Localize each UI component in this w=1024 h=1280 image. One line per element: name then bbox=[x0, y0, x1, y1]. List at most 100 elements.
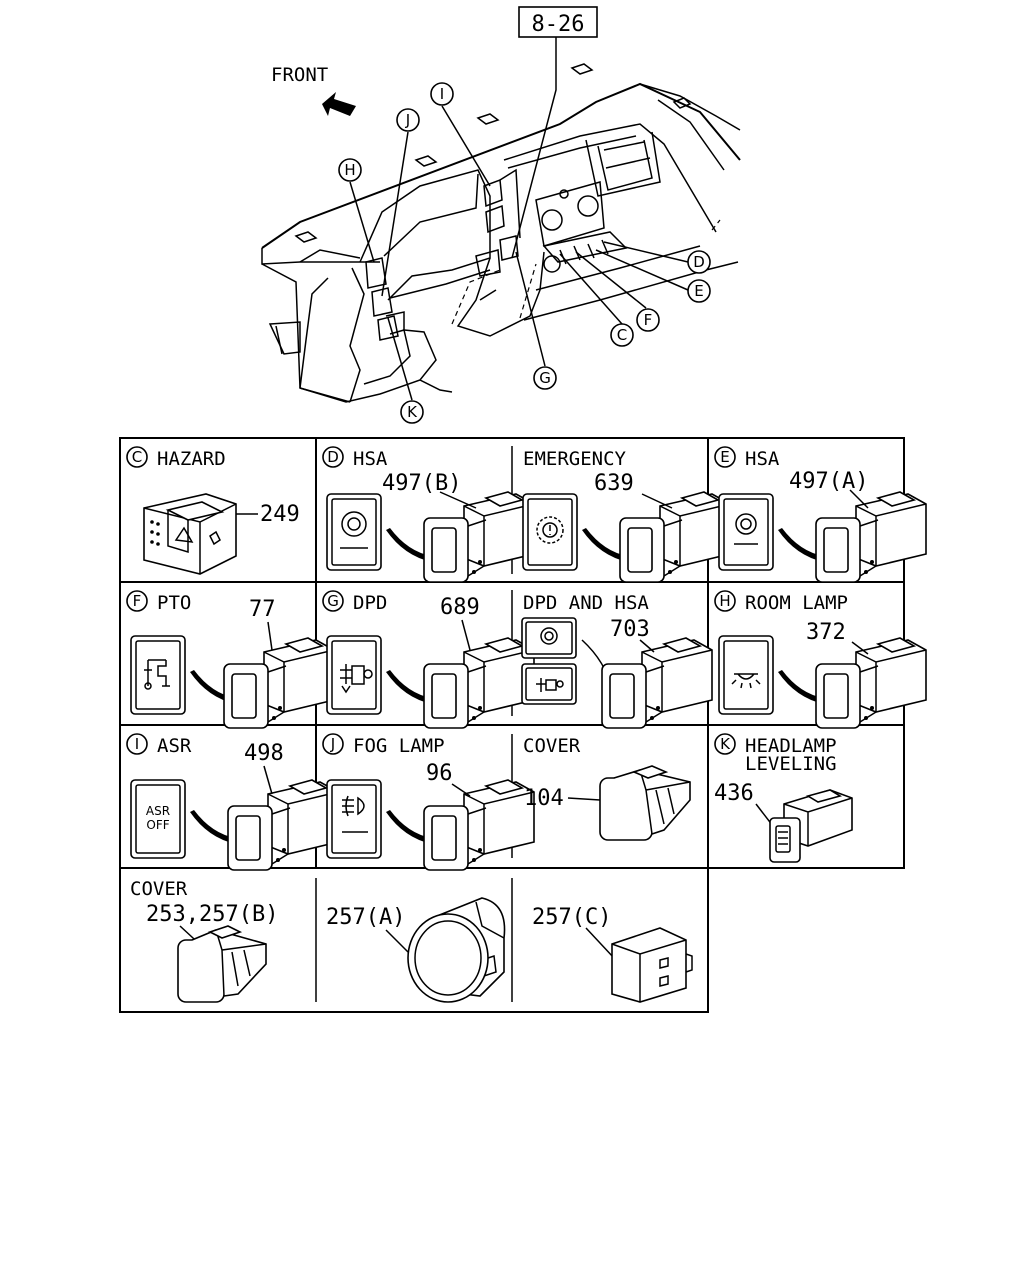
panel-cover-104: COVER 104 bbox=[523, 735, 691, 841]
panel-cover-257c: 257(C) bbox=[532, 905, 693, 1003]
hsa-brake-icon bbox=[540, 627, 558, 645]
part-number-497b: 497(B) bbox=[382, 471, 461, 496]
panel-headlamp-title-line2: LEVELING bbox=[745, 753, 837, 775]
hazard-triangle-icon bbox=[174, 526, 194, 543]
part-number-253-257b: 253,257(B) bbox=[146, 902, 278, 927]
callout-g: G bbox=[533, 366, 557, 390]
dpd-filter-icon bbox=[340, 664, 373, 694]
reference-number: 8-26 bbox=[532, 12, 585, 37]
front-label: FRONT bbox=[271, 64, 328, 86]
panel-fog-lamp: J FOG LAMP 96 bbox=[322, 733, 535, 871]
cover-104-drawing bbox=[599, 765, 691, 841]
panel-dpd-title: DPD bbox=[353, 592, 387, 614]
svg-text:D: D bbox=[693, 253, 705, 271]
callout-k: K bbox=[400, 400, 424, 424]
fog-lamp-icon bbox=[342, 795, 368, 833]
front-arrow-icon bbox=[322, 92, 356, 116]
cover-253-drawing bbox=[177, 925, 267, 1003]
panel-cover-257a: 257(A) bbox=[326, 897, 506, 1003]
panel-cover-253: COVER 253,257(B) bbox=[130, 878, 278, 1003]
dpd-hsa-symbol-plates bbox=[521, 617, 577, 705]
part-number-257c: 257(C) bbox=[532, 905, 611, 930]
hsa-brake-icon bbox=[735, 513, 757, 535]
callout-j: J bbox=[396, 108, 420, 132]
panel-cover-253-title: COVER bbox=[130, 878, 188, 900]
pto-icon bbox=[144, 659, 170, 690]
hsa-symbol-plate bbox=[326, 493, 382, 571]
svg-text:G: G bbox=[539, 369, 551, 387]
part-number-77: 77 bbox=[249, 597, 276, 622]
panel-hazard-letter: C bbox=[132, 448, 142, 466]
part-number-689: 689 bbox=[440, 595, 480, 620]
panel-room-lamp: H ROOM LAMP 372 bbox=[714, 590, 927, 729]
callout-f: F bbox=[636, 308, 660, 332]
svg-text:F: F bbox=[644, 311, 653, 329]
fog-lamp-symbol-plate bbox=[326, 779, 382, 859]
panel-hazard-title: HAZARD bbox=[157, 448, 226, 470]
svg-text:H: H bbox=[344, 161, 355, 179]
panel-pto-title: PTO bbox=[157, 592, 191, 614]
panel-hsa-d-title: HSA bbox=[353, 448, 388, 470]
panel-asr: I ASR 498 ASR OFF bbox=[126, 733, 339, 871]
hsa-brake-icon bbox=[341, 511, 367, 537]
svg-text:K: K bbox=[407, 403, 418, 421]
hazard-switch-drawing bbox=[143, 493, 258, 575]
callout-d: D bbox=[687, 250, 711, 274]
svg-text:H: H bbox=[719, 592, 730, 610]
svg-text:F: F bbox=[133, 592, 142, 610]
part-number-372: 372 bbox=[806, 620, 846, 645]
callout-c: C bbox=[610, 323, 634, 347]
reference-box bbox=[518, 6, 598, 38]
part-number-104: 104 bbox=[524, 786, 564, 811]
part-number-249: 249 bbox=[260, 502, 300, 527]
emergency-symbol-plate bbox=[522, 493, 578, 571]
panel-room-lamp-title: ROOM LAMP bbox=[745, 592, 848, 614]
part-number-498: 498 bbox=[244, 741, 284, 766]
callout-e: E bbox=[687, 279, 711, 303]
dpd-filter-icon bbox=[536, 678, 557, 692]
part-number-96: 96 bbox=[426, 761, 453, 786]
asr-symbol-plate: ASR OFF bbox=[130, 779, 186, 859]
svg-text:E: E bbox=[694, 282, 703, 300]
svg-text:I: I bbox=[440, 85, 444, 103]
gear-icon bbox=[536, 516, 564, 544]
part-number-497a: 497(A) bbox=[789, 469, 868, 494]
part-number-436: 436 bbox=[714, 781, 754, 806]
dashboard-overview: 8-26 FRONT bbox=[261, 6, 741, 424]
callout-i: I bbox=[430, 82, 454, 106]
panel-hsa-d: D HSA 497(B) bbox=[322, 446, 535, 583]
room-lamp-icon bbox=[731, 673, 761, 689]
svg-text:J: J bbox=[330, 735, 335, 753]
svg-text:G: G bbox=[327, 592, 339, 610]
part-number-257a: 257(A) bbox=[326, 905, 405, 930]
headlamp-leveling-drawing bbox=[769, 789, 853, 863]
pto-symbol-plate bbox=[130, 635, 186, 715]
panel-hazard: C HAZARD 249 bbox=[126, 446, 300, 575]
round-cover-257a-drawing bbox=[407, 897, 506, 1003]
square-cover-257c-drawing bbox=[611, 927, 693, 1003]
panel-hsa-e: E HSA 497(A) bbox=[714, 446, 927, 583]
room-lamp-symbol-plate bbox=[718, 635, 774, 715]
panel-emergency-title: EMERGENCY bbox=[523, 448, 627, 470]
svg-text:E: E bbox=[720, 448, 729, 466]
svg-text:K: K bbox=[720, 735, 731, 753]
svg-text:I: I bbox=[135, 735, 139, 753]
panel-hsa-e-title: HSA bbox=[745, 448, 780, 470]
panel-headlamp-leveling: K HEADLAMP LEVELING 436 bbox=[714, 733, 853, 863]
panel-fog-lamp-title: FOG LAMP bbox=[353, 735, 445, 757]
hsa-e-symbol-plate bbox=[718, 493, 774, 571]
panel-dpd-and-hsa: DPD AND HSA 703 bbox=[521, 592, 713, 729]
panel-dpd-and-hsa-title: DPD AND HSA bbox=[523, 592, 649, 614]
part-number-639: 639 bbox=[594, 471, 634, 496]
panel-asr-title: ASR bbox=[157, 735, 192, 757]
callout-h: H bbox=[338, 158, 362, 182]
dpd-symbol-plate bbox=[326, 635, 382, 715]
part-number-703: 703 bbox=[610, 617, 650, 642]
panel-headlamp-title-line1: HEADLAMP bbox=[745, 735, 837, 757]
svg-text:D: D bbox=[327, 448, 339, 466]
asr-symbol-line2: OFF bbox=[146, 818, 169, 832]
panel-pto: F PTO 77 bbox=[126, 590, 335, 729]
panel-emergency: EMERGENCY 639 bbox=[522, 448, 731, 583]
svg-text:C: C bbox=[617, 326, 627, 344]
